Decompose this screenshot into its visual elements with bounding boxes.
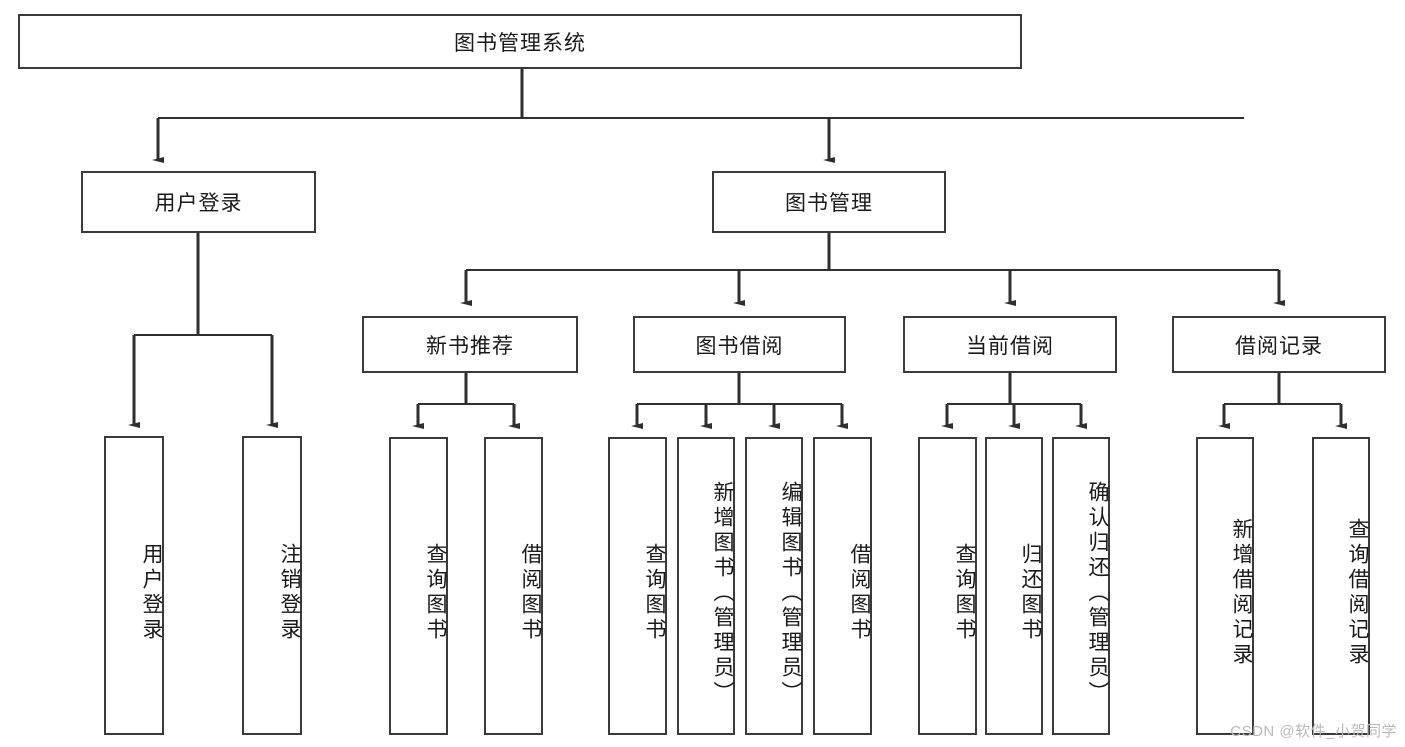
node-root-system[interactable]: 图书管理系统: [18, 14, 1022, 69]
leaf-borrow-add-book-admin[interactable]: 新增图书（管理员）: [677, 437, 735, 735]
node-label: 借阅图书: [848, 543, 871, 643]
leaf-logout[interactable]: 注销登录: [242, 436, 302, 735]
leaf-borrow-query-book[interactable]: 查询图书: [608, 437, 667, 735]
node-label: 确认归还（管理员）: [1086, 480, 1109, 706]
node-book-management[interactable]: 图书管理: [712, 171, 946, 233]
node-current-borrow[interactable]: 当前借阅: [903, 316, 1117, 373]
leaf-borrow-borrow-book[interactable]: 借阅图书: [813, 437, 872, 735]
leaf-borrow-edit-book-admin[interactable]: 编辑图书（管理员）: [745, 437, 803, 735]
leaf-current-query-book[interactable]: 查询图书: [918, 437, 977, 735]
leaf-current-confirm-return-admin[interactable]: 确认归还（管理员）: [1052, 437, 1110, 735]
node-label: 借阅图书: [519, 543, 542, 643]
node-label: 新书推荐: [426, 334, 514, 358]
node-label: 图书管理系统: [454, 31, 586, 55]
node-label: 新增图书（管理员）: [711, 480, 734, 706]
leaf-current-return-book[interactable]: 归还图书: [985, 437, 1043, 735]
leaf-newbook-query-book[interactable]: 查询图书: [389, 437, 448, 735]
node-label: 图书管理: [785, 192, 873, 215]
node-label: 编辑图书（管理员）: [779, 480, 802, 706]
node-label: 当前借阅: [966, 334, 1054, 358]
node-borrow-record[interactable]: 借阅记录: [1172, 316, 1386, 373]
watermark: CSDN @软件_小贺同学: [1230, 723, 1397, 740]
node-label: 图书借阅: [695, 334, 784, 358]
node-label: 新增借阅记录: [1230, 518, 1253, 668]
leaf-newbook-borrow-book[interactable]: 借阅图书: [484, 437, 543, 735]
node-new-book-recommend[interactable]: 新书推荐: [362, 316, 578, 373]
node-user-login[interactable]: 用户登录: [81, 171, 316, 233]
node-label: 借阅记录: [1235, 334, 1323, 358]
node-label: 用户登录: [140, 542, 163, 643]
leaf-user-login[interactable]: 用户登录: [104, 436, 164, 735]
leaf-record-add-record[interactable]: 新增借阅记录: [1196, 437, 1254, 735]
node-label: 查询图书: [643, 543, 666, 643]
node-label: 归还图书: [1019, 543, 1042, 643]
leaf-record-query-record[interactable]: 查询借阅记录: [1312, 437, 1370, 735]
node-label: 查询图书: [424, 543, 447, 643]
node-label: 注销登录: [278, 542, 301, 643]
node-label: 查询借阅记录: [1346, 518, 1369, 668]
node-label: 用户登录: [154, 192, 243, 215]
node-label: 查询图书: [953, 543, 976, 643]
node-book-borrow[interactable]: 图书借阅: [633, 316, 846, 373]
